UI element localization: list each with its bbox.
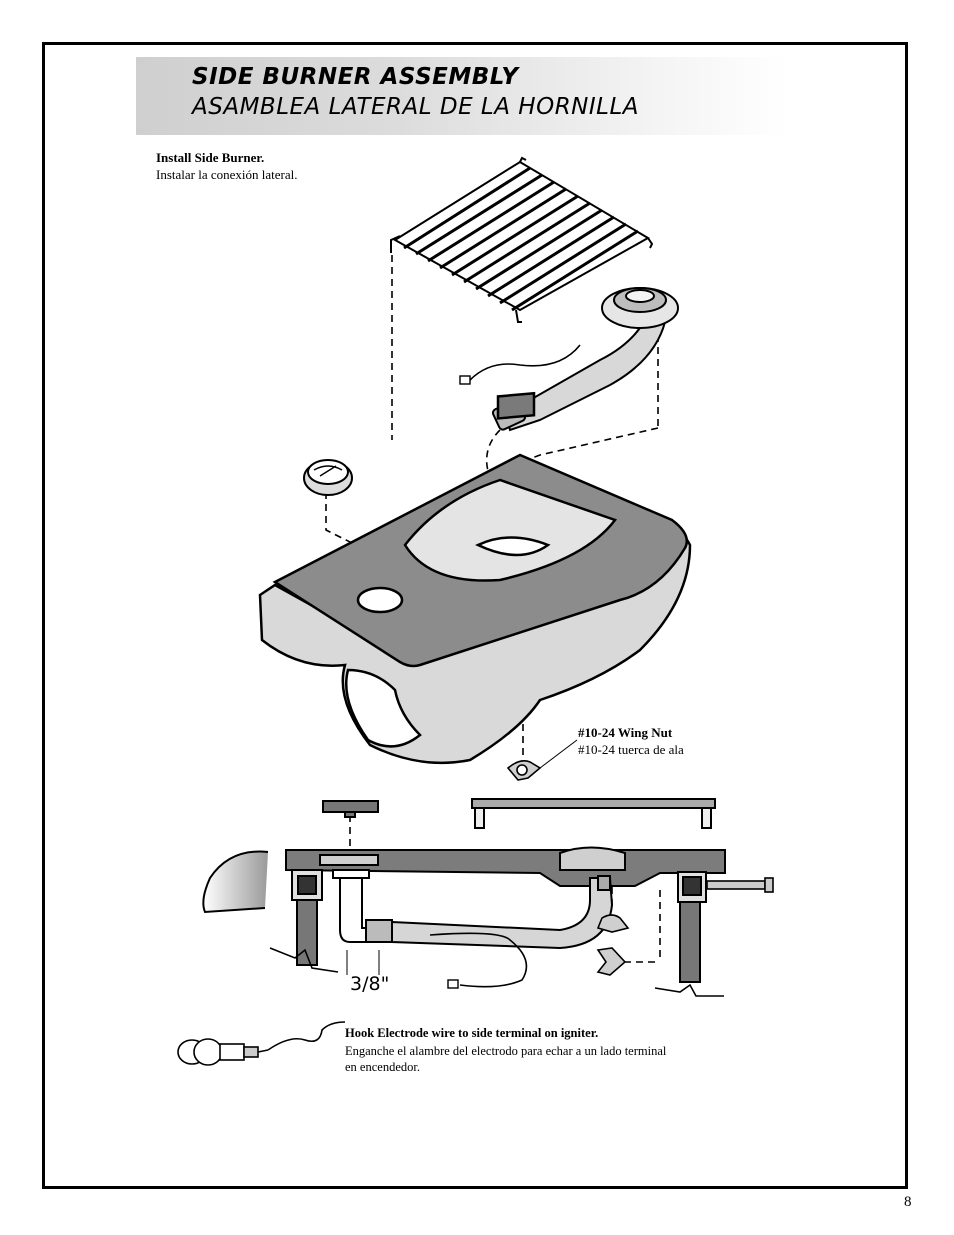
igniter-cap-section bbox=[322, 800, 379, 818]
wing-nut bbox=[506, 760, 542, 781]
shelf-section bbox=[202, 846, 726, 983]
grate-section bbox=[471, 798, 716, 829]
electrode-wire-section bbox=[429, 932, 528, 988]
step-title: Install Side Burner. bbox=[156, 150, 265, 165]
venturi-section bbox=[332, 869, 614, 950]
igniter-inset bbox=[177, 1021, 346, 1066]
wing-nut-label-spanish: #10-24 tuerca de ala bbox=[578, 742, 684, 757]
cooking-grate bbox=[390, 156, 654, 323]
hook-electrode-text: Enganche el alambre del electrodo para e… bbox=[345, 1044, 667, 1074]
page-frame bbox=[42, 42, 908, 1189]
measurement-label: 3/8" bbox=[350, 973, 390, 995]
step-subtitle: Instalar la conexión lateral. bbox=[156, 167, 298, 182]
side-shelf bbox=[258, 391, 692, 765]
burner bbox=[491, 287, 679, 432]
electrode-wire bbox=[469, 344, 581, 381]
page-title: SIDE BURNER ASSEMBLY bbox=[192, 64, 519, 90]
page-number: 8 bbox=[904, 1194, 912, 1210]
wing-nut-label: #10-24 Wing Nut bbox=[578, 725, 673, 740]
igniter-cap bbox=[303, 459, 353, 496]
wing-nut-leader bbox=[539, 739, 578, 769]
wing-nut-section bbox=[596, 914, 630, 976]
hook-electrode-title: Hook Electrode wire to side terminal on … bbox=[345, 1026, 599, 1040]
page-title-spanish: ASAMBLEA LATERAL DE LA HORNILLA bbox=[192, 94, 640, 120]
title-band bbox=[136, 57, 788, 135]
break-lines bbox=[269, 947, 724, 997]
wire-terminal-section bbox=[447, 979, 459, 989]
bolt bbox=[706, 877, 774, 893]
wire-terminal bbox=[459, 375, 471, 385]
